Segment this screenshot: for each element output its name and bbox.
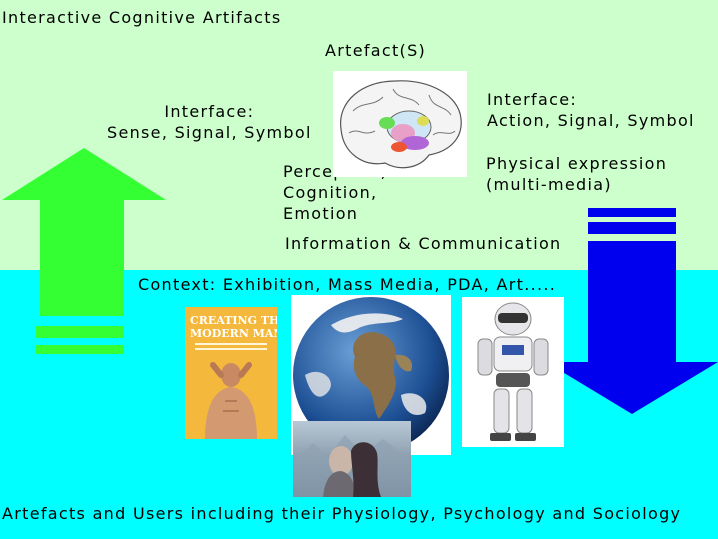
interface-action-label: Interface: Action, Signal, Symbol [487,90,695,130]
interface-sense-label: Interface: Sense, Signal, Symbol [107,102,312,142]
down-arrow-icon [546,208,718,414]
up-arrow-icon [2,148,166,354]
context-label: Context: Exhibition, Mass Media, PDA, Ar… [138,275,557,294]
page-title: Interactive Cognitive Artifacts [2,8,282,27]
physical-expression-label: Physical expression (multi-media) [486,154,668,194]
artefact-label: Artefact(S) [325,41,427,60]
couple-image [293,421,411,497]
brain-image [333,71,467,177]
book-cover-image: Creating the Modern Man [185,307,277,439]
robot-image [462,297,564,447]
book-title-line2: Modern Man [190,327,277,340]
information-communication-label: Information & Communication [285,234,562,253]
bottom-caption: Artefacts and Users including their Phys… [2,504,682,523]
book-title-line1: Creating the [190,314,277,327]
